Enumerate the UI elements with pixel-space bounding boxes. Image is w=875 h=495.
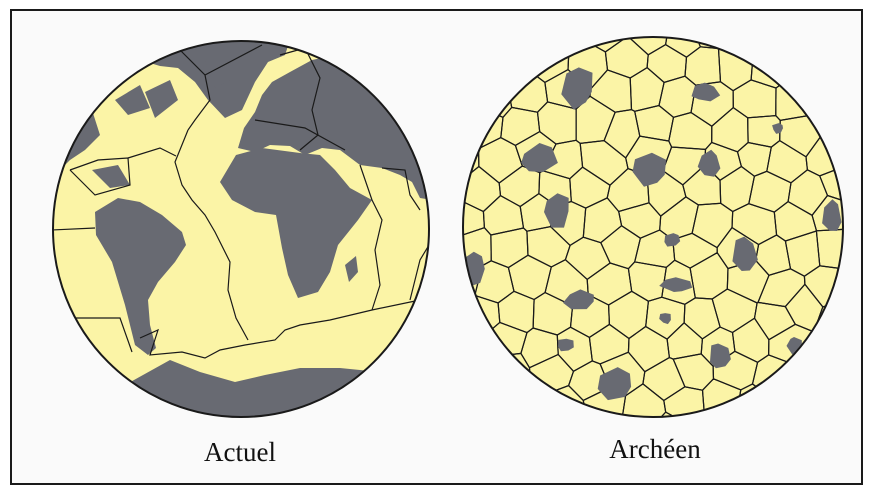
plate-boundary — [553, 34, 586, 51]
plate-boundary — [809, 330, 845, 367]
plate-boundary — [828, 41, 846, 77]
plate-boundary — [460, 47, 470, 93]
archean-earth-globe-icon — [460, 34, 846, 420]
plate-boundary — [508, 384, 547, 420]
plate-boundary — [576, 415, 614, 420]
plate-boundary — [773, 388, 813, 420]
plate-boundary — [460, 356, 496, 402]
plate-boundary — [790, 37, 830, 83]
plate-boundary — [807, 386, 846, 421]
plate-boundary — [669, 417, 717, 420]
plate-boundary — [460, 392, 488, 420]
plate-boundary — [842, 262, 846, 312]
plate-boundary — [839, 73, 846, 112]
plate-boundary — [735, 384, 774, 420]
plate-boundary — [462, 43, 499, 81]
panel-label-actuel: Actuel — [160, 437, 320, 468]
plate-boundary — [460, 34, 487, 56]
plate-boundary — [537, 418, 577, 420]
plate-boundary — [519, 34, 553, 50]
plate-boundary — [844, 199, 846, 247]
plate-boundary — [842, 137, 846, 175]
plate-boundary — [845, 384, 846, 420]
plate-boundary — [482, 384, 519, 420]
present-earth-globe-icon — [52, 40, 430, 418]
plate-boundary — [460, 355, 473, 396]
plate-boundary — [842, 326, 846, 372]
plate-boundary — [808, 34, 846, 47]
plate-boundary — [821, 363, 847, 398]
plate-boundary — [460, 78, 481, 122]
plate-boundary — [787, 416, 823, 420]
plate-boundary — [790, 349, 827, 393]
plate-boundary — [478, 34, 519, 49]
plate-boundary — [460, 327, 482, 360]
plate-boundary — [841, 34, 846, 49]
plate-boundary — [767, 34, 808, 52]
plate-boundary — [497, 37, 533, 82]
plate-boundary — [819, 109, 846, 146]
plate-boundary — [460, 295, 470, 333]
plate-boundary — [807, 418, 846, 420]
plate-boundary — [460, 419, 471, 421]
panel-label-archeen: Archéen — [565, 434, 745, 465]
plate-boundary — [756, 416, 800, 420]
plate-boundary — [729, 34, 771, 53]
plate-boundary — [807, 72, 839, 116]
